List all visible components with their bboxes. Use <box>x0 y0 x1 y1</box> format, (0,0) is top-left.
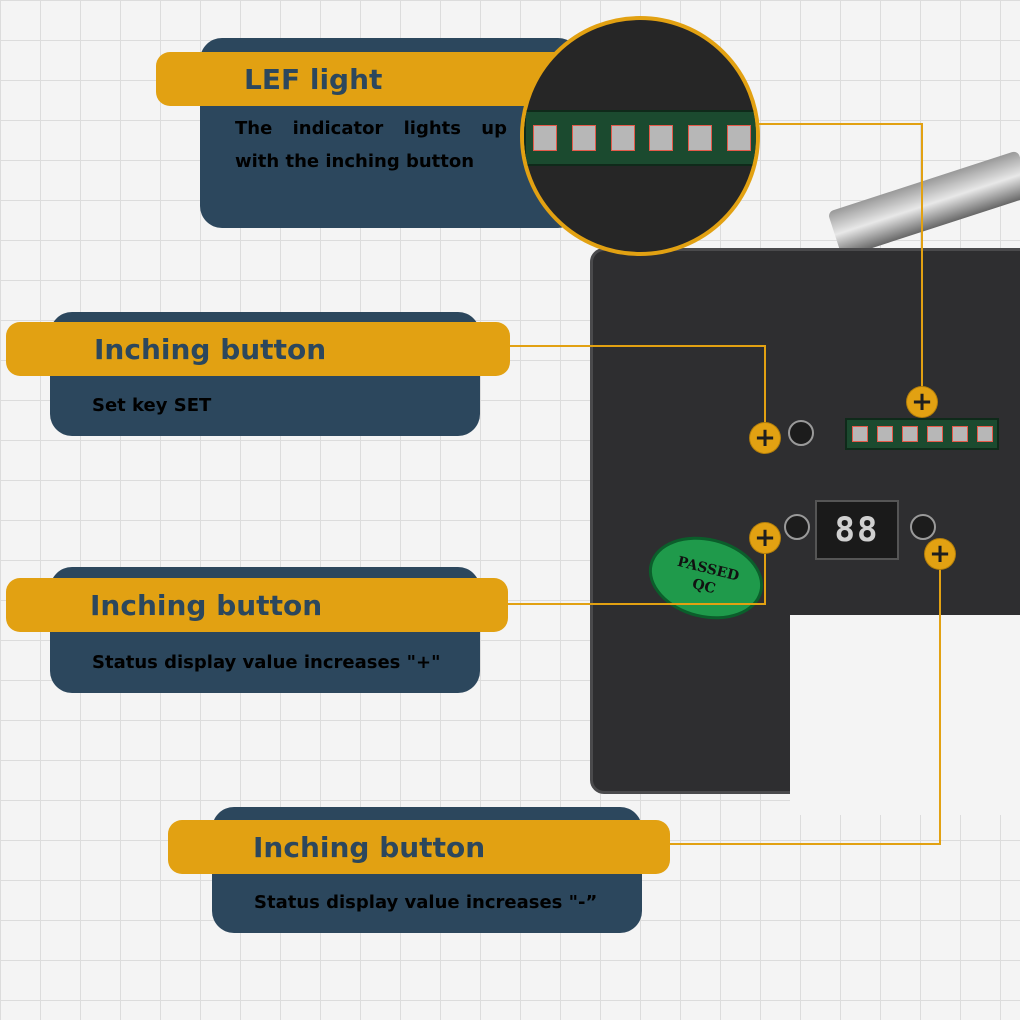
connector-line <box>764 545 766 605</box>
minus-button[interactable] <box>910 514 936 540</box>
device-notch <box>790 615 1020 815</box>
connector-line <box>508 345 766 347</box>
callout-title-text: Inching button <box>253 830 486 864</box>
status-display: 88 <box>815 500 899 560</box>
led <box>649 125 674 151</box>
plus-marker-icon: + <box>750 423 780 453</box>
callout-title-set: Inching button <box>6 322 510 376</box>
zoom-led-strip <box>524 110 756 166</box>
plus-marker-icon: + <box>907 387 937 417</box>
callout-description: The indicator lights up with the inching… <box>235 118 507 172</box>
led <box>901 426 918 442</box>
led <box>687 125 712 151</box>
callout-title-minus: Inching button <box>168 820 670 874</box>
callout-title-led: LEF light <box>156 52 576 106</box>
callout-description: Status display value increases "-” <box>254 892 598 913</box>
set-button[interactable] <box>788 420 814 446</box>
led <box>726 125 751 151</box>
led <box>976 426 993 442</box>
led <box>951 426 968 442</box>
connector-line <box>668 843 941 845</box>
plus-button[interactable] <box>784 514 810 540</box>
device-led-strip <box>845 418 999 450</box>
callout-title-text: LEF light <box>244 62 383 96</box>
plus-marker-icon: + <box>925 539 955 569</box>
device-cable <box>827 150 1020 258</box>
callout-title-text: Inching button <box>90 588 323 622</box>
callout-description: Status display value increases "+" <box>92 652 441 673</box>
plus-marker-icon: + <box>750 523 780 553</box>
led <box>610 125 635 151</box>
led <box>533 125 558 151</box>
connector-line <box>740 123 923 125</box>
led <box>876 426 893 442</box>
callout-title-text: Inching button <box>94 332 327 366</box>
led <box>851 426 868 442</box>
led-zoom-circle <box>520 16 760 256</box>
callout-title-plus: Inching button <box>6 578 508 632</box>
connector-line <box>921 123 923 403</box>
connector-line <box>508 603 766 605</box>
callout-description: Set key SET <box>92 395 212 416</box>
led <box>926 426 943 442</box>
led <box>571 125 596 151</box>
connector-line <box>764 345 766 425</box>
connector-line <box>939 560 941 845</box>
